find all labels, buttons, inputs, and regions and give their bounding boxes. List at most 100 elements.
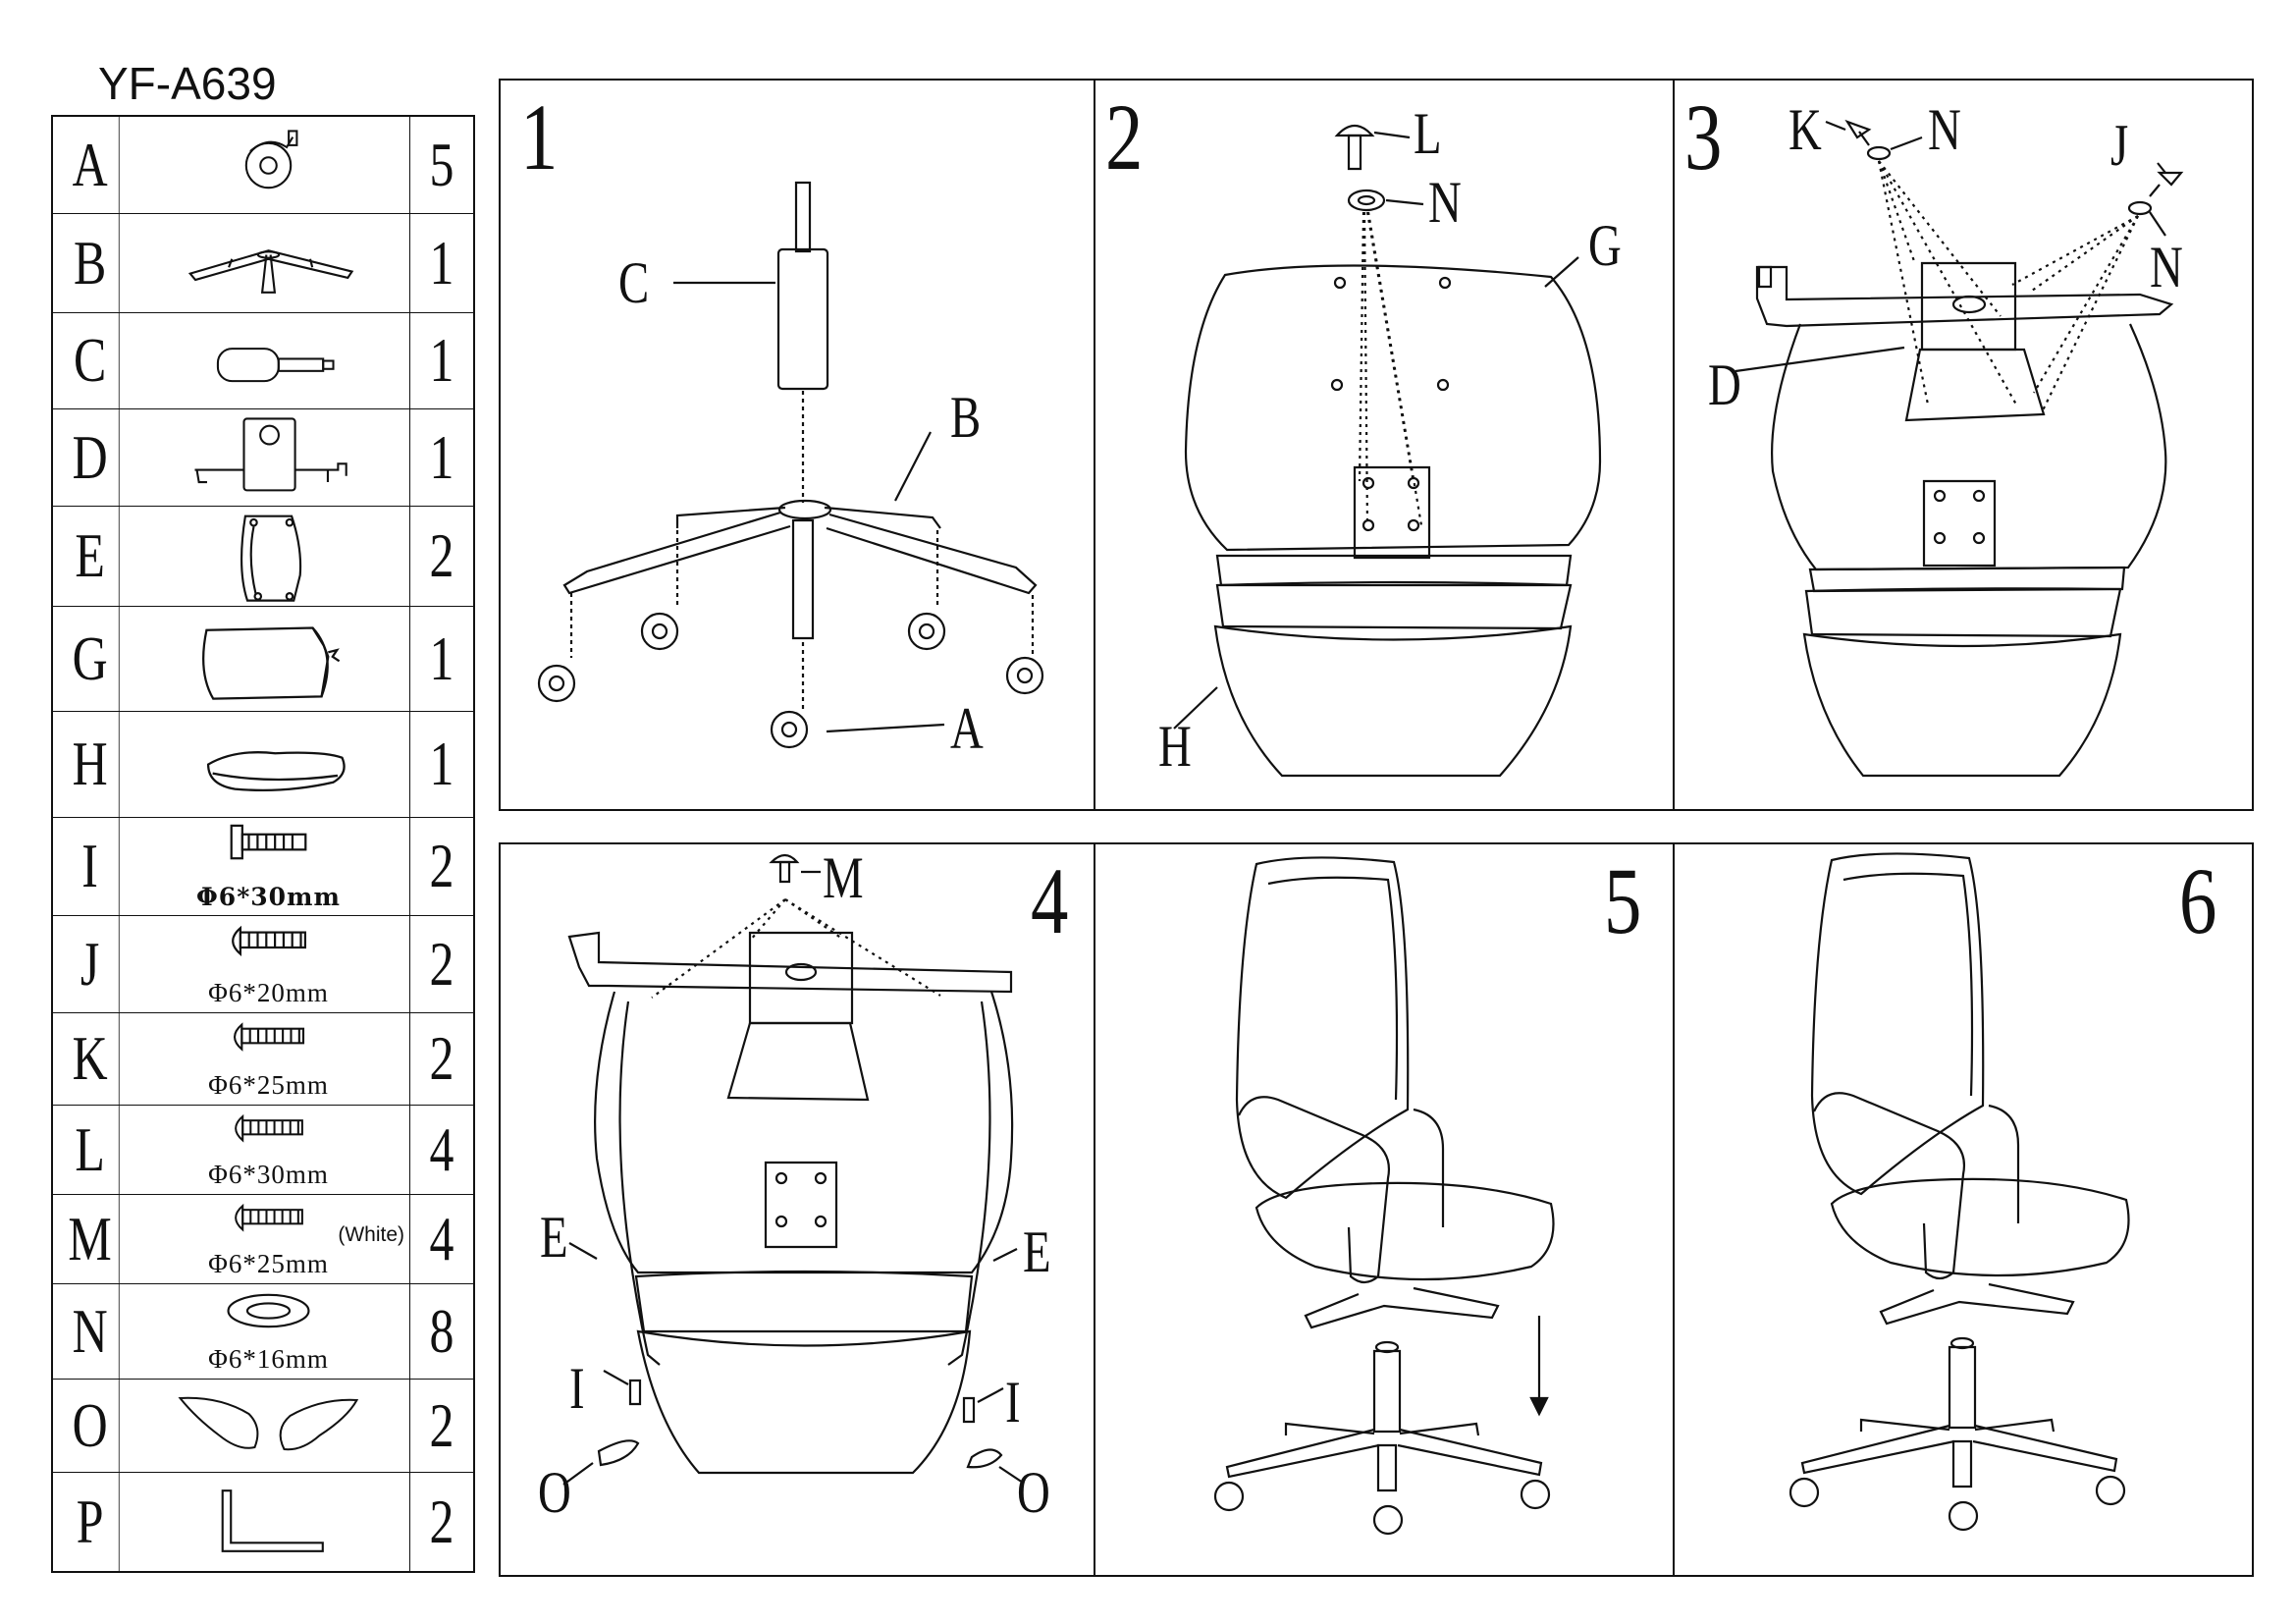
caster-wheel-icon: [244, 130, 298, 189]
part-illustration: Φ6*16mm: [129, 1283, 408, 1379]
callout-label: O: [538, 1460, 571, 1525]
steps-top-row-frame: [499, 79, 2254, 811]
part-illustration: [129, 606, 408, 711]
part-quantity-value: 1: [429, 227, 454, 298]
part-letter: H: [61, 711, 120, 817]
part-illustration: Φ6*20mm: [129, 915, 408, 1012]
callout-label: E: [540, 1205, 568, 1270]
bolt-round-icon: [235, 1113, 303, 1143]
part-illustration: [129, 117, 408, 213]
step-number: 1: [520, 84, 559, 189]
part-quantity: 1: [409, 213, 473, 312]
allen-key-icon: [221, 1489, 324, 1552]
part-quantity-value: 2: [429, 928, 454, 999]
part-letter: N: [61, 1283, 120, 1379]
callout-label: N: [1928, 97, 1961, 162]
part-quantity-value: 2: [429, 1486, 454, 1556]
steps-bottom-row-frame: [499, 842, 2254, 1577]
part-quantity-value: 1: [429, 729, 454, 798]
part-letter: B: [61, 213, 120, 312]
model-number: YF-A639: [98, 58, 277, 109]
step-number: 3: [1684, 84, 1723, 189]
seat-cushion-icon: [206, 751, 346, 792]
part-size-label: Φ6*30mm: [208, 1160, 329, 1189]
part-quantity-value: 2: [429, 520, 454, 590]
part-illustration: [129, 213, 408, 312]
part-quantity: 2: [409, 1472, 473, 1571]
part-letter: M: [61, 1194, 120, 1283]
callout-label: A: [950, 696, 984, 761]
part-letter: A: [61, 117, 120, 213]
callout-label: I: [569, 1356, 585, 1421]
part-letter: L: [61, 1105, 120, 1194]
steps-top-divider-1: [1094, 79, 1095, 811]
part-letter: O: [61, 1379, 120, 1472]
callout-label: J: [2110, 113, 2129, 178]
part-quantity-value: 8: [429, 1295, 454, 1366]
part-letter: J: [61, 915, 120, 1012]
part-quantity: 4: [409, 1105, 473, 1194]
callout-label: O: [1017, 1460, 1050, 1525]
step-number: 6: [2179, 848, 2217, 953]
part-quantity: 2: [409, 915, 473, 1012]
part-illustration: [129, 408, 408, 506]
part-row-n: N Φ6*16mm 8: [53, 1283, 473, 1380]
part-illustration: [129, 1472, 408, 1571]
part-quantity: 4: [409, 1194, 473, 1283]
bolt-round-icon: [232, 925, 306, 956]
part-quantity: 1: [409, 312, 473, 408]
part-letter: C: [61, 312, 120, 408]
part-letter: I: [61, 817, 120, 915]
steps-bottom-divider-1: [1094, 842, 1095, 1577]
step-number: 2: [1105, 84, 1144, 189]
steps-bottom-divider-2: [1673, 842, 1675, 1577]
part-illustration: Φ6*30mm: [129, 1105, 408, 1194]
bolt-flat-icon: [230, 824, 307, 860]
part-quantity: 1: [409, 408, 473, 506]
part-letter: P: [61, 1472, 120, 1571]
part-letter: K: [61, 1012, 120, 1105]
callout-label: C: [618, 250, 650, 315]
part-quantity-value: 2: [429, 1023, 454, 1093]
callout-label: K: [1789, 97, 1822, 162]
bolt-round-icon: [233, 1022, 305, 1052]
part-quantity: 1: [409, 606, 473, 711]
part-letter: D: [61, 408, 120, 506]
part-quantity-value: 1: [429, 623, 454, 693]
part-illustration: [129, 312, 408, 408]
part-quantity: 5: [409, 117, 473, 213]
part-size-label: Φ6*16mm: [208, 1344, 329, 1374]
part-note: (White): [338, 1223, 404, 1246]
callout-label: N: [1428, 170, 1462, 235]
part-quantity: 2: [409, 506, 473, 606]
part-quantity-value: 2: [429, 831, 454, 900]
callout-label: N: [2150, 235, 2183, 299]
callout-label: D: [1708, 352, 1741, 417]
part-illustration: [129, 711, 408, 817]
callout-label: B: [950, 385, 982, 450]
part-row-l: L Φ6*30mm 4: [53, 1105, 473, 1195]
tilt-mechanism-icon: [194, 417, 347, 492]
steps-top-divider-2: [1673, 79, 1675, 811]
step-number: 5: [1604, 848, 1642, 953]
part-quantity: 1: [409, 711, 473, 817]
backrest-icon: [202, 626, 341, 700]
callout-label: E: [1023, 1219, 1051, 1284]
part-illustration: Φ6*25mm(White): [129, 1194, 408, 1283]
step-number: 4: [1031, 848, 1069, 953]
bolt-round-icon: [235, 1203, 303, 1232]
part-letter: E: [61, 506, 120, 606]
